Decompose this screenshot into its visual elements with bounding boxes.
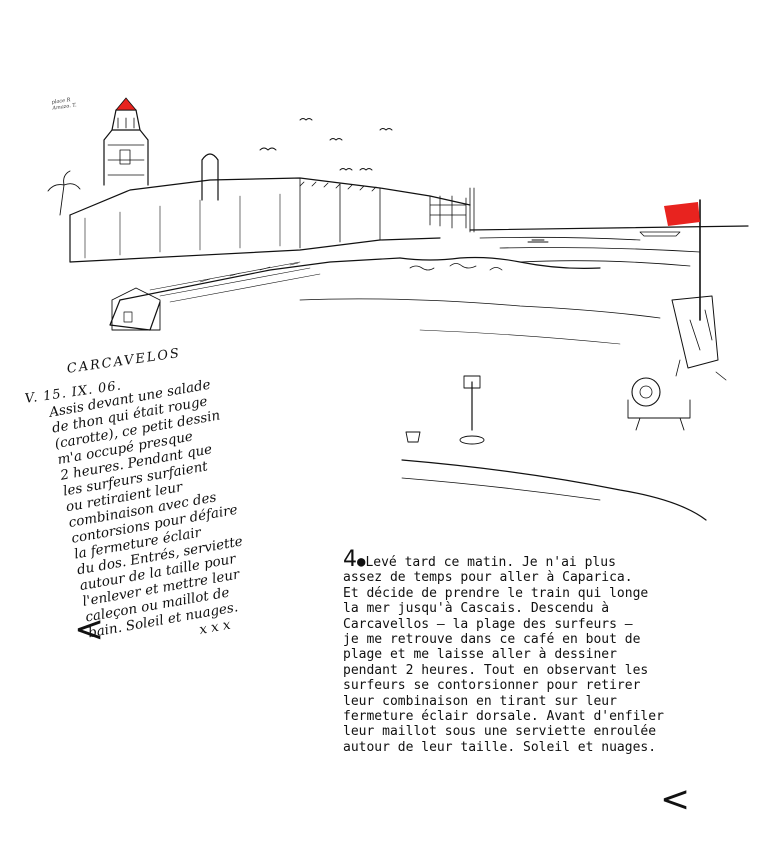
entry-line: plage et me laisse aller à dessiner bbox=[343, 647, 617, 663]
lighthouse-roof bbox=[115, 97, 137, 111]
entry-line: pendant 2 heures. Tout en observant les bbox=[343, 662, 649, 678]
entry-line: leur combinaison en tirant sur leur bbox=[343, 693, 617, 709]
entry-number: 4 bbox=[343, 547, 357, 572]
entry-line: Levé tard ce matin. Je n'ai plus bbox=[365, 555, 616, 570]
entry-line: fermeture éclair dorsale. Avant d'enfile… bbox=[343, 709, 664, 725]
entry-line: je me retrouve dans ce café en bout de bbox=[343, 632, 641, 648]
entry-line: Et décide de prendre le train qui longe bbox=[343, 585, 649, 601]
entry-line: surfeurs se contorsionner pour retirer bbox=[343, 678, 641, 694]
journal-entry: 4●Levé tard ce matin. Je n'ai plus assez… bbox=[343, 549, 743, 755]
entry-line: assez de temps pour aller à Caparica. bbox=[343, 570, 633, 586]
next-chevron-icon[interactable]: < bbox=[660, 779, 691, 820]
entry-line: la mer jusqu'à Cascais. Descendu à bbox=[343, 601, 610, 617]
red-flag bbox=[664, 202, 700, 226]
entry-line: leur maillot sous une serviette enroulée bbox=[343, 724, 657, 740]
entry-first-line: 4●Levé tard ce matin. Je n'ai plus bbox=[343, 549, 743, 571]
bullet-icon: ● bbox=[357, 554, 366, 570]
beach-fort-sketch bbox=[47, 97, 749, 521]
entry-line: Carcavellos — la plage des surfeurs — bbox=[343, 616, 633, 632]
entry-line: autour de leur taille. Soleil et nuages. bbox=[343, 739, 657, 755]
prev-chevron-icon[interactable]: < bbox=[74, 609, 105, 650]
